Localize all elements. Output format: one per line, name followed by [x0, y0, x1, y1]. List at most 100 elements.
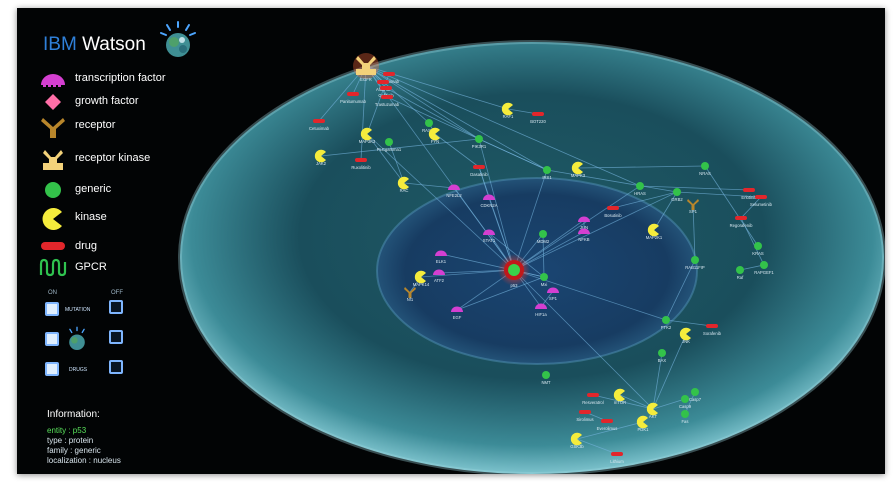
node-transcription-factor-stat1[interactable]: STAT1 — [483, 229, 496, 244]
node-drug-selumetinib[interactable]: Selumetinib — [750, 195, 773, 207]
node-drug-trastuzumab[interactable]: Trastuzumab — [375, 95, 400, 107]
node-generic-casp7[interactable]: Casp7 — [689, 388, 702, 402]
watson-off-checkbox[interactable] — [109, 330, 123, 344]
node-transcription-factor-nfkb[interactable]: NFKB — [578, 228, 590, 243]
node-generic-kras[interactable]: KRAS — [752, 242, 764, 256]
node-label: JAK2 — [316, 161, 327, 166]
drug-icon — [41, 242, 65, 250]
node-drug-bosutinib[interactable]: Bosutinib — [604, 206, 622, 218]
edge — [320, 138, 480, 157]
receptor-kinase-icon — [43, 150, 63, 170]
node-generic-nras[interactable]: NRAS — [699, 162, 711, 176]
legend-item-generic: generic — [37, 180, 207, 202]
edge — [665, 259, 696, 321]
node-drug-cetuximab[interactable]: Cetuximab — [379, 72, 400, 84]
node-generic-nmt[interactable]: NMT — [541, 371, 551, 385]
node-kinase-raf1[interactable]: RAF1 — [501, 102, 514, 119]
node-generic-rab11fip[interactable]: RAB11FIP — [685, 256, 705, 270]
node-generic-casp9[interactable]: Casp9 — [679, 395, 692, 409]
mutation-off-checkbox[interactable] — [109, 300, 123, 314]
node-kinase-map2k1[interactable]: MAP2K1 — [646, 223, 663, 240]
node-label: Resveratrol — [582, 400, 603, 405]
node-label: Trastuzumab — [375, 102, 400, 107]
node-generic-bax[interactable]: BAX — [658, 349, 667, 363]
edge — [546, 169, 678, 193]
node-kinase-gsk3b[interactable]: GSK3b — [570, 432, 584, 449]
edge — [386, 96, 548, 171]
node-drug-regorafenib[interactable]: Regorafenib — [730, 216, 753, 228]
node-generic-irs1[interactable]: IRS1 — [542, 166, 552, 180]
node-drug-cetuximab[interactable]: Cetuximab — [309, 119, 330, 131]
node-kinase-map3k3[interactable]: MAP3K3 — [359, 127, 376, 144]
node-label: Lithium — [610, 459, 624, 464]
node-generic-plcgamma1[interactable]: PLCgamma1 — [377, 138, 402, 152]
node-kinase-mapk14[interactable]: MAPK14 — [413, 270, 430, 287]
node-transcription-factor-hif1a[interactable]: HIF1a — [535, 303, 547, 318]
node-generic-hras[interactable]: HRAS — [634, 182, 646, 196]
node-kinase-mapk3[interactable]: MAPK3 — [571, 161, 586, 178]
node-transcription-factor-egf[interactable]: EGF — [451, 306, 463, 321]
node-label: NMT — [541, 380, 551, 385]
node-drug-panitumumab[interactable]: Panitumumab — [340, 92, 367, 104]
node-generic-rapgef1[interactable]: RAPGEF1 — [754, 261, 774, 275]
node-p53[interactable]: p53 — [498, 254, 530, 288]
node-label: MDM2 — [537, 239, 550, 244]
node-kinase-pdk1[interactable]: PDK1 — [636, 415, 649, 432]
node-kinase-akt[interactable]: AKT — [646, 402, 658, 419]
node-receptor-kinase-egfr[interactable]: EGFR — [353, 53, 379, 82]
node-kinase-jak2[interactable]: JAK2 — [314, 149, 327, 166]
node-transcription-factor-jun[interactable]: JUN — [578, 216, 590, 231]
edge — [365, 65, 641, 187]
drugs-off-checkbox[interactable] — [109, 360, 123, 374]
node-receptor-nf1[interactable]: Nf1 — [404, 287, 416, 302]
node-drug-dasatinib[interactable]: Dasatinib — [470, 165, 488, 177]
edge — [652, 398, 686, 410]
node-drug-erlotinib[interactable]: Erlotinib — [741, 188, 757, 200]
node-label: BOT220 — [530, 119, 546, 124]
watson-on-checkbox[interactable] — [45, 332, 59, 346]
network-nodes: EGFRCetuximabAfatinibGefitinibPanitumuma… — [309, 53, 774, 464]
node-label: RAF1 — [503, 114, 514, 119]
node-kinase-mtor[interactable]: mTOR — [613, 388, 626, 405]
node-drug-sorafenib[interactable]: Sorafenib — [703, 324, 722, 336]
node-label: MAP2K1 — [646, 235, 663, 240]
network-graph[interactable]: EGFRCetuximabAfatinibGefitinibPanitumuma… — [17, 8, 885, 474]
node-receptor-sp1[interactable]: SP1 — [687, 199, 699, 214]
drugs-on-checkbox[interactable] — [45, 362, 59, 376]
info-family: family : generic — [47, 446, 101, 455]
node-kinase-rac[interactable]: RAC — [397, 176, 409, 193]
edge — [456, 276, 545, 311]
legend-label: drug — [75, 240, 98, 252]
node-drug-sirolimus[interactable]: Sirolimus — [576, 410, 594, 422]
mutation-on-checkbox[interactable] — [45, 302, 59, 316]
node-transcription-factor-cdkn2a[interactable]: CDKN2A — [481, 194, 498, 209]
edge — [739, 264, 765, 271]
node-drug-ruxolitinib[interactable]: Ruxolitinib — [351, 158, 371, 170]
growth-factor-icon — [45, 94, 61, 110]
node-label: NRAS — [699, 171, 711, 176]
node-generic-ptk2[interactable]: PTK2 — [661, 316, 672, 330]
node-kinase-fyn[interactable]: FYN — [428, 127, 440, 144]
node-label: ELK1 — [436, 259, 447, 264]
node-label: Erlotinib — [741, 195, 757, 200]
mutation-label: MUTATION — [65, 307, 91, 313]
edge — [365, 65, 548, 171]
node-generic-pik3r1[interactable]: PIK3R1 — [472, 135, 487, 149]
node-generic-fas[interactable]: Fas — [681, 410, 689, 424]
node-drug-lithium[interactable]: Lithium — [610, 452, 624, 464]
edge — [592, 394, 654, 410]
node-drug-resveratrol[interactable]: Resveratrol — [582, 393, 604, 405]
node-kinase-jnk[interactable]: JNK — [679, 327, 691, 344]
node-generic-grb2[interactable]: GRB2 — [671, 188, 683, 202]
node-transcription-factor-elk1[interactable]: ELK1 — [435, 250, 447, 265]
node-transcription-factor-nfe2l2[interactable]: NFE2L2 — [446, 184, 462, 199]
node-drug-bot220[interactable]: BOT220 — [530, 112, 546, 124]
node-generic-mdm2[interactable]: MDM2 — [537, 230, 550, 244]
node-generic-raf[interactable]: Raf — [736, 266, 744, 280]
node-generic-rasa1[interactable]: RASA1 — [422, 119, 437, 133]
node-label: HRAS — [634, 191, 646, 196]
node-transcription-factor-sp1[interactable]: SP1 — [547, 287, 559, 302]
node-drug-everolimus[interactable]: Everolimus — [597, 419, 618, 431]
node-generic-mxi[interactable]: Mxi — [540, 273, 548, 287]
node-transcription-factor-atf2[interactable]: ATF2 — [433, 269, 445, 284]
